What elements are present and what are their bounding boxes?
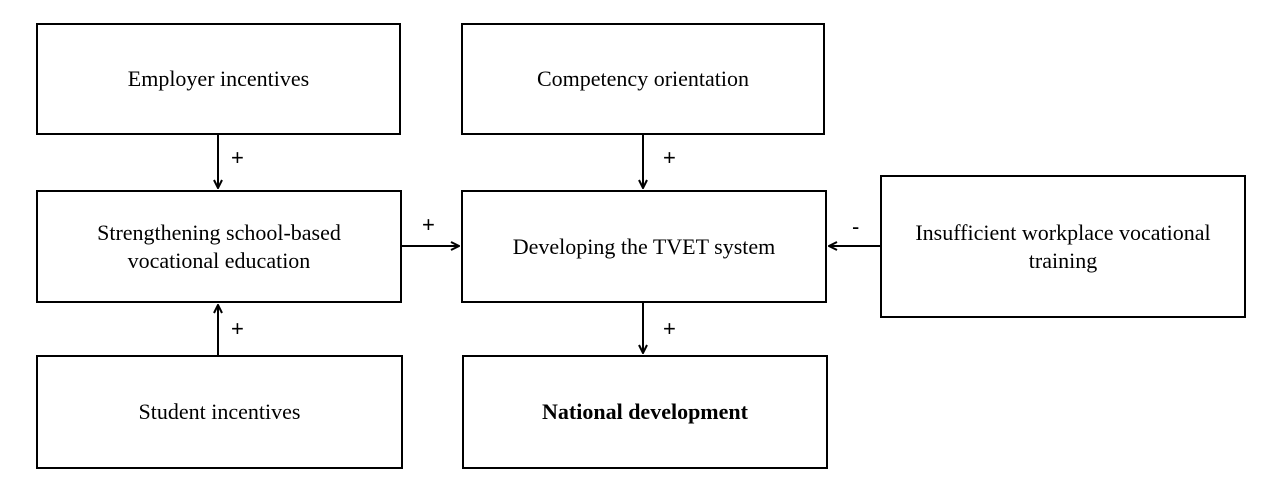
node-label: Employer incentives [127, 66, 310, 91]
node-strengthening-school-based: Strengthening school-based vocational ed… [36, 190, 402, 303]
node-label: Student incentives [138, 399, 301, 424]
node-national-development: National development [462, 355, 828, 469]
edge-sign-student-strengthening: + [231, 316, 244, 341]
node-student-incentives: Student incentives [36, 355, 403, 469]
node-employer-incentives: Employer incentives [36, 23, 401, 135]
node-label: Developing the TVET system [512, 233, 776, 259]
node-label: National development [542, 399, 748, 424]
node-label: Competency orientation [537, 66, 749, 91]
node-competency-orientation: Competency orientation [461, 23, 825, 135]
node-insufficient-workplace-training: Insufficient workplace vocational traini… [880, 175, 1246, 318]
edge-sign-strengthening-tvet: + [422, 212, 435, 237]
edge-sign-tvet-national: + [663, 316, 676, 341]
edge-sign-competency-tvet: + [663, 145, 676, 170]
node-label: Insufficient workplace vocational traini… [915, 219, 1211, 273]
node-developing-tvet-system: Developing the TVET system [461, 190, 827, 303]
node-label: Strengthening school-based vocational ed… [97, 219, 341, 273]
edge-sign-employer-strengthening: + [231, 145, 244, 170]
edge-sign-insufficient-tvet: - [852, 214, 860, 239]
